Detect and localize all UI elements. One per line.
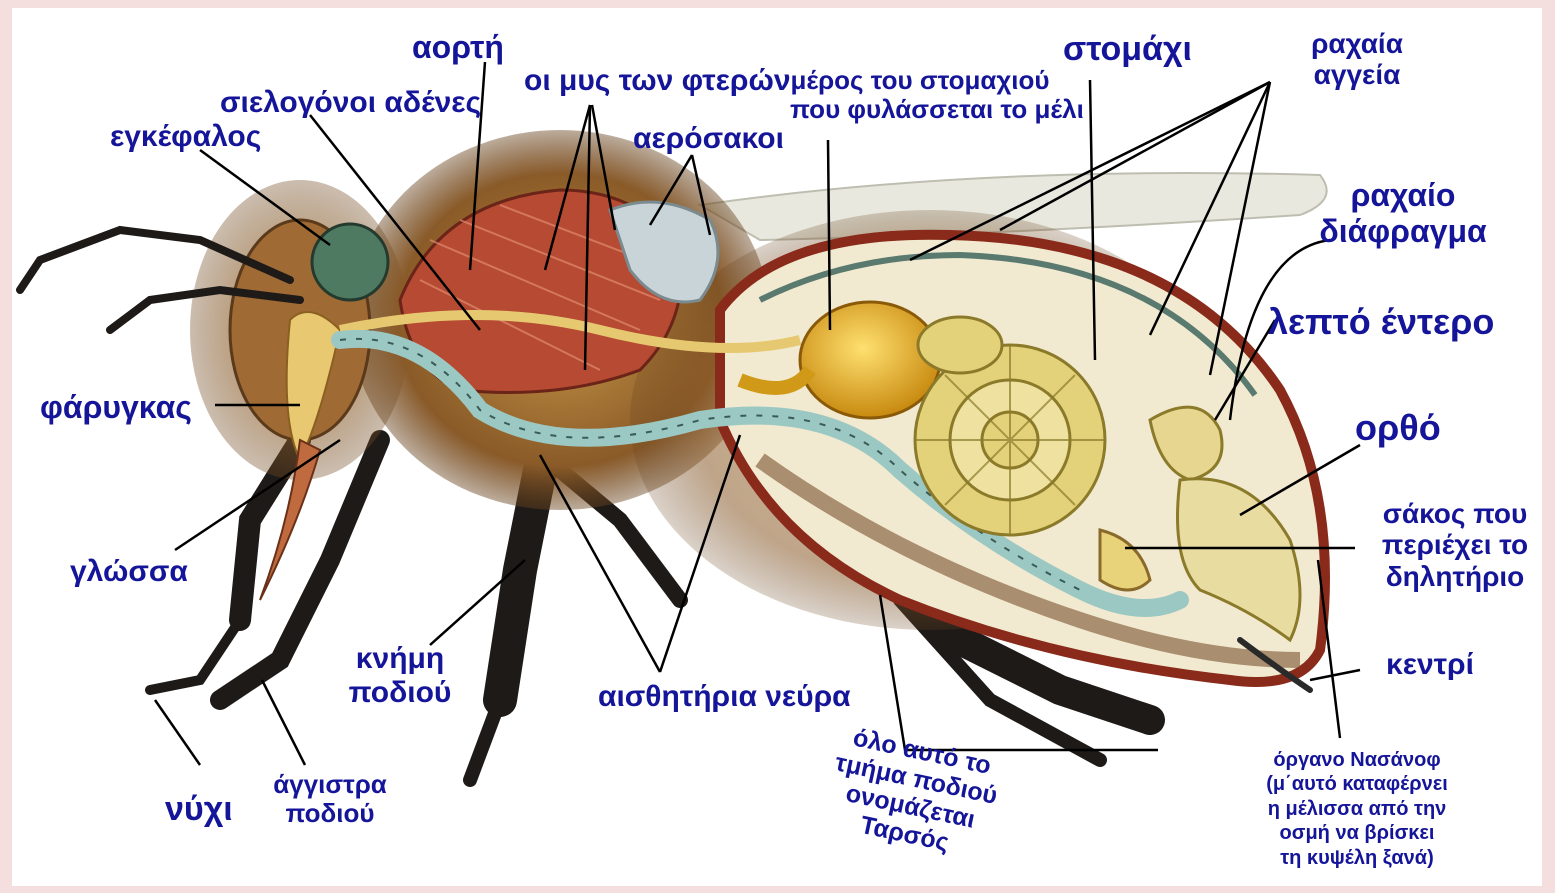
- label-venom-sac-line2: περιέχει το: [1365, 529, 1545, 560]
- label-brain: εγκέφαλος: [110, 120, 261, 154]
- label-diaphragm-line1: ραχαίο: [1318, 178, 1488, 214]
- label-dorsal-vessels: ραχαία αγγεία: [1292, 28, 1422, 91]
- label-tongue: γλώσσα: [70, 555, 188, 589]
- label-leg-hooks: άγγιστρα ποδιού: [270, 770, 390, 828]
- label-hooks-line1: άγγιστρα: [270, 770, 390, 799]
- label-air-sacs: αερόσακοι: [633, 122, 784, 156]
- label-diaphragm-line2: διάφραγμα: [1318, 214, 1488, 250]
- label-dorsal-vessels-line1: ραχαία: [1292, 28, 1422, 59]
- label-pharynx: φάρυγκας: [40, 390, 192, 426]
- label-nasanov-line5: τη κυψέλη ξανά): [1232, 846, 1482, 870]
- label-aorta: αορτή: [412, 30, 504, 66]
- label-dorsal-diaphragm: ραχαίο διάφραγμα: [1318, 178, 1488, 250]
- label-dorsal-vessels-line2: αγγεία: [1292, 59, 1422, 90]
- label-venom-sac-line3: δηλητήριο: [1365, 561, 1545, 592]
- label-nasanov-line2: (μ΄αυτό καταφέρνει: [1232, 772, 1482, 796]
- label-sensory-nerves: αισθητήρια νεύρα: [598, 680, 851, 714]
- label-salivary-glands: σιελογόνοι αδένες: [220, 86, 481, 120]
- label-tibia-line1: κνήμη: [340, 642, 460, 676]
- label-nasanov-organ: όργανο Νασάνοφ (μ΄αυτό καταφέρνει η μέλι…: [1232, 748, 1482, 870]
- label-small-intestine: λεπτό έντερο: [1268, 302, 1494, 342]
- label-venom-sac: σάκος που περιέχει το δηλητήριο: [1365, 498, 1545, 592]
- label-tibia-line2: ποδιού: [340, 676, 460, 710]
- label-nasanov-line4: οσμή να βρίσκει: [1232, 821, 1482, 845]
- label-stomach: στομάχι: [1063, 30, 1192, 68]
- label-sting: κεντρί: [1386, 648, 1474, 682]
- label-venom-sac-line1: σάκος που: [1365, 498, 1545, 529]
- label-nasanov-line1: όργανο Νασάνοφ: [1232, 748, 1482, 772]
- label-honey-stomach: μέρος του στομαχιού που φυλάσσεται το μέ…: [790, 66, 1050, 124]
- label-wing-muscles: οι μυς των φτερών: [524, 64, 791, 98]
- brain: [312, 224, 388, 300]
- label-rectum: ορθό: [1355, 408, 1441, 448]
- label-nasanov-line3: η μέλισσα από την: [1232, 797, 1482, 821]
- label-claw: νύχι: [165, 790, 233, 828]
- label-honey-stomach-line2: που φυλάσσεται το μέλι: [790, 95, 1050, 124]
- label-tibia: κνήμη ποδιού: [340, 642, 460, 709]
- honey-crop: [800, 302, 940, 418]
- label-honey-stomach-line1: μέρος του στομαχιού: [790, 66, 1050, 95]
- label-hooks-line2: ποδιού: [270, 799, 390, 828]
